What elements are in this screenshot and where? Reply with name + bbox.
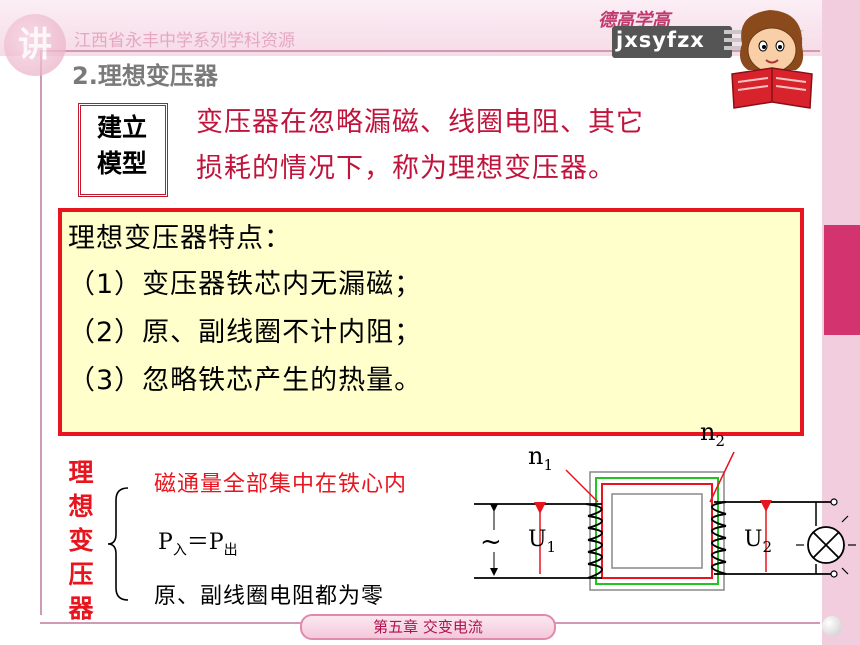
ac-source-symbol: ~ bbox=[480, 527, 502, 557]
vertical-label: 理 想 变 压 器 bbox=[66, 456, 96, 626]
brand-box bbox=[612, 26, 732, 58]
cartoon-reader-icon bbox=[731, 10, 813, 109]
summary-flux: 磁通量全部集中在铁心内 bbox=[154, 472, 408, 497]
vertical-char: 想 bbox=[68, 492, 94, 521]
right-accent-bar bbox=[824, 225, 860, 335]
brace-icon bbox=[107, 487, 129, 601]
chapter-pill bbox=[300, 614, 556, 640]
brand-text: jxsyfzx bbox=[616, 28, 705, 52]
lecture-logo-icon: 讲 bbox=[4, 14, 66, 76]
summary-resistance: 原、副线圈电阻都为零 bbox=[154, 584, 385, 609]
u2-label: U2 bbox=[744, 527, 772, 556]
vertical-char: 压 bbox=[68, 560, 94, 589]
model-label-box bbox=[78, 103, 168, 197]
model-definition: 变压器在忽略漏磁、线圈电阻、其它 损耗的情况下，称为理想变压器。 bbox=[196, 100, 756, 192]
model-label: 建立 模型 bbox=[82, 110, 162, 182]
power-eq-p-out: ＝P bbox=[186, 530, 224, 555]
frame-top-line bbox=[40, 50, 820, 52]
features-box bbox=[58, 208, 804, 436]
section-title: 2.理想变压器 bbox=[72, 62, 218, 90]
summary-power: P入＝P出 bbox=[158, 524, 238, 559]
power-p-in: P bbox=[158, 530, 173, 555]
iron-core bbox=[589, 471, 725, 591]
power-out-sub: 出 bbox=[223, 542, 238, 559]
definition-line1: 变压器在忽略漏磁、线圈电阻、其它 bbox=[196, 107, 644, 138]
primary-circuit bbox=[474, 502, 602, 579]
u1-label: U1 bbox=[528, 527, 556, 556]
feature-item-1: （1）变压器铁芯内无漏磁； bbox=[68, 269, 423, 300]
feature-item-2: （2）原、副线圈不计内阻； bbox=[68, 317, 423, 348]
n1-label: n1 bbox=[528, 442, 553, 474]
calligraphy-logo: 德高学高 bbox=[598, 10, 670, 31]
definition-line2: 损耗的情况下，称为理想变压器。 bbox=[196, 153, 616, 184]
n2-label: n2 bbox=[700, 418, 725, 450]
chapter-title: 第五章 交变电流 bbox=[373, 618, 483, 636]
transformer-diagram: ~ n1 n2 U1 U2 bbox=[474, 418, 856, 591]
features-heading: 理想变压器特点： bbox=[68, 223, 292, 254]
vertical-char: 器 bbox=[68, 594, 94, 623]
vertical-char: 理 bbox=[68, 458, 94, 487]
model-label-line1: 建立 bbox=[96, 113, 147, 142]
vertical-char: 变 bbox=[68, 526, 94, 555]
model-label-line2: 模型 bbox=[96, 149, 147, 178]
frame-left-line bbox=[40, 50, 42, 615]
school-name: 江西省永丰中学系列学科资源 bbox=[74, 31, 295, 51]
feature-item-3: （3）忽略铁芯产生的热量。 bbox=[68, 365, 423, 396]
primary-coil bbox=[585, 503, 603, 579]
power-in-sub: 入 bbox=[172, 542, 187, 559]
nav-dot-icon[interactable] bbox=[822, 616, 842, 636]
secondary-circuit bbox=[714, 498, 856, 578]
